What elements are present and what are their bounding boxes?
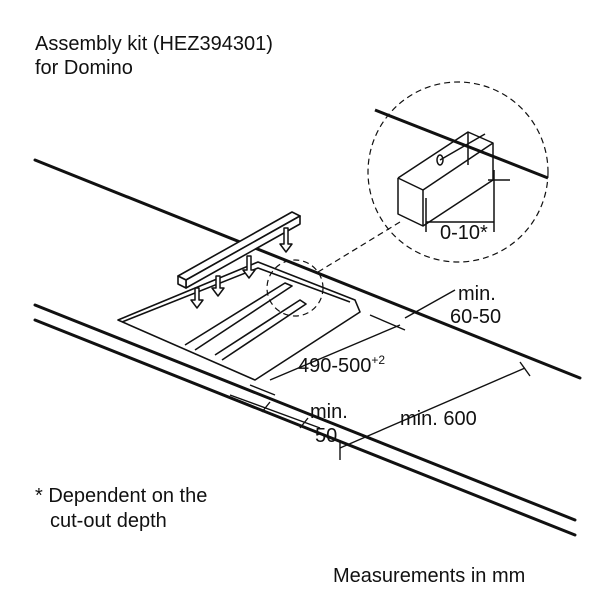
detail-magnified-circle bbox=[367, 81, 549, 263]
cutout-inner-edge bbox=[121, 267, 351, 323]
thickness-range-label: 60-50 bbox=[450, 306, 502, 328]
side-min-label: min. bbox=[310, 401, 348, 423]
detail-worktop-edge bbox=[374, 108, 549, 180]
footnote-line-2: cut-out depth bbox=[50, 510, 167, 532]
thickness-leader bbox=[404, 289, 456, 319]
down-arrow-icon bbox=[211, 275, 225, 297]
down-arrow-icon bbox=[242, 255, 256, 279]
worktop-back-edge bbox=[33, 158, 582, 380]
thickness-min-label: min. bbox=[458, 283, 496, 305]
cutout-width-line bbox=[269, 324, 401, 381]
detail-marker-circle bbox=[266, 259, 324, 317]
worktop-front-edge-top bbox=[33, 303, 577, 522]
units-note: Measurements in mm bbox=[333, 565, 526, 587]
cutout-rail-right bbox=[214, 299, 307, 361]
detail-range-label: 0-10* bbox=[440, 222, 488, 244]
cutout-rail-left bbox=[184, 282, 293, 351]
title-line-2: for Domino bbox=[35, 57, 133, 79]
cutout-width-label: 490-500+2 bbox=[298, 349, 385, 377]
detail-bracket-edge bbox=[397, 177, 424, 191]
assembly-bar bbox=[177, 211, 301, 289]
worktop-front-edge-bottom bbox=[33, 318, 577, 537]
detail-bracket bbox=[397, 131, 494, 227]
footnote-line-1: * Dependent on the bbox=[35, 485, 208, 507]
down-arrow-icon bbox=[279, 227, 293, 253]
down-arrow-icon bbox=[190, 287, 204, 309]
side-value-label: 50 bbox=[315, 425, 338, 447]
cutout-width-value: 490-500 bbox=[298, 355, 372, 377]
screw-icon bbox=[436, 133, 486, 166]
cutout-width-tolerance: +2 bbox=[371, 353, 386, 367]
title-line-1: Assembly kit (HEZ394301) bbox=[35, 33, 273, 55]
depth-line bbox=[339, 367, 526, 449]
cutout-outline bbox=[117, 261, 361, 381]
depth-label: min. 600 bbox=[400, 408, 477, 430]
detail-bracket-edge bbox=[422, 142, 494, 191]
detail-leader-line bbox=[317, 221, 401, 273]
